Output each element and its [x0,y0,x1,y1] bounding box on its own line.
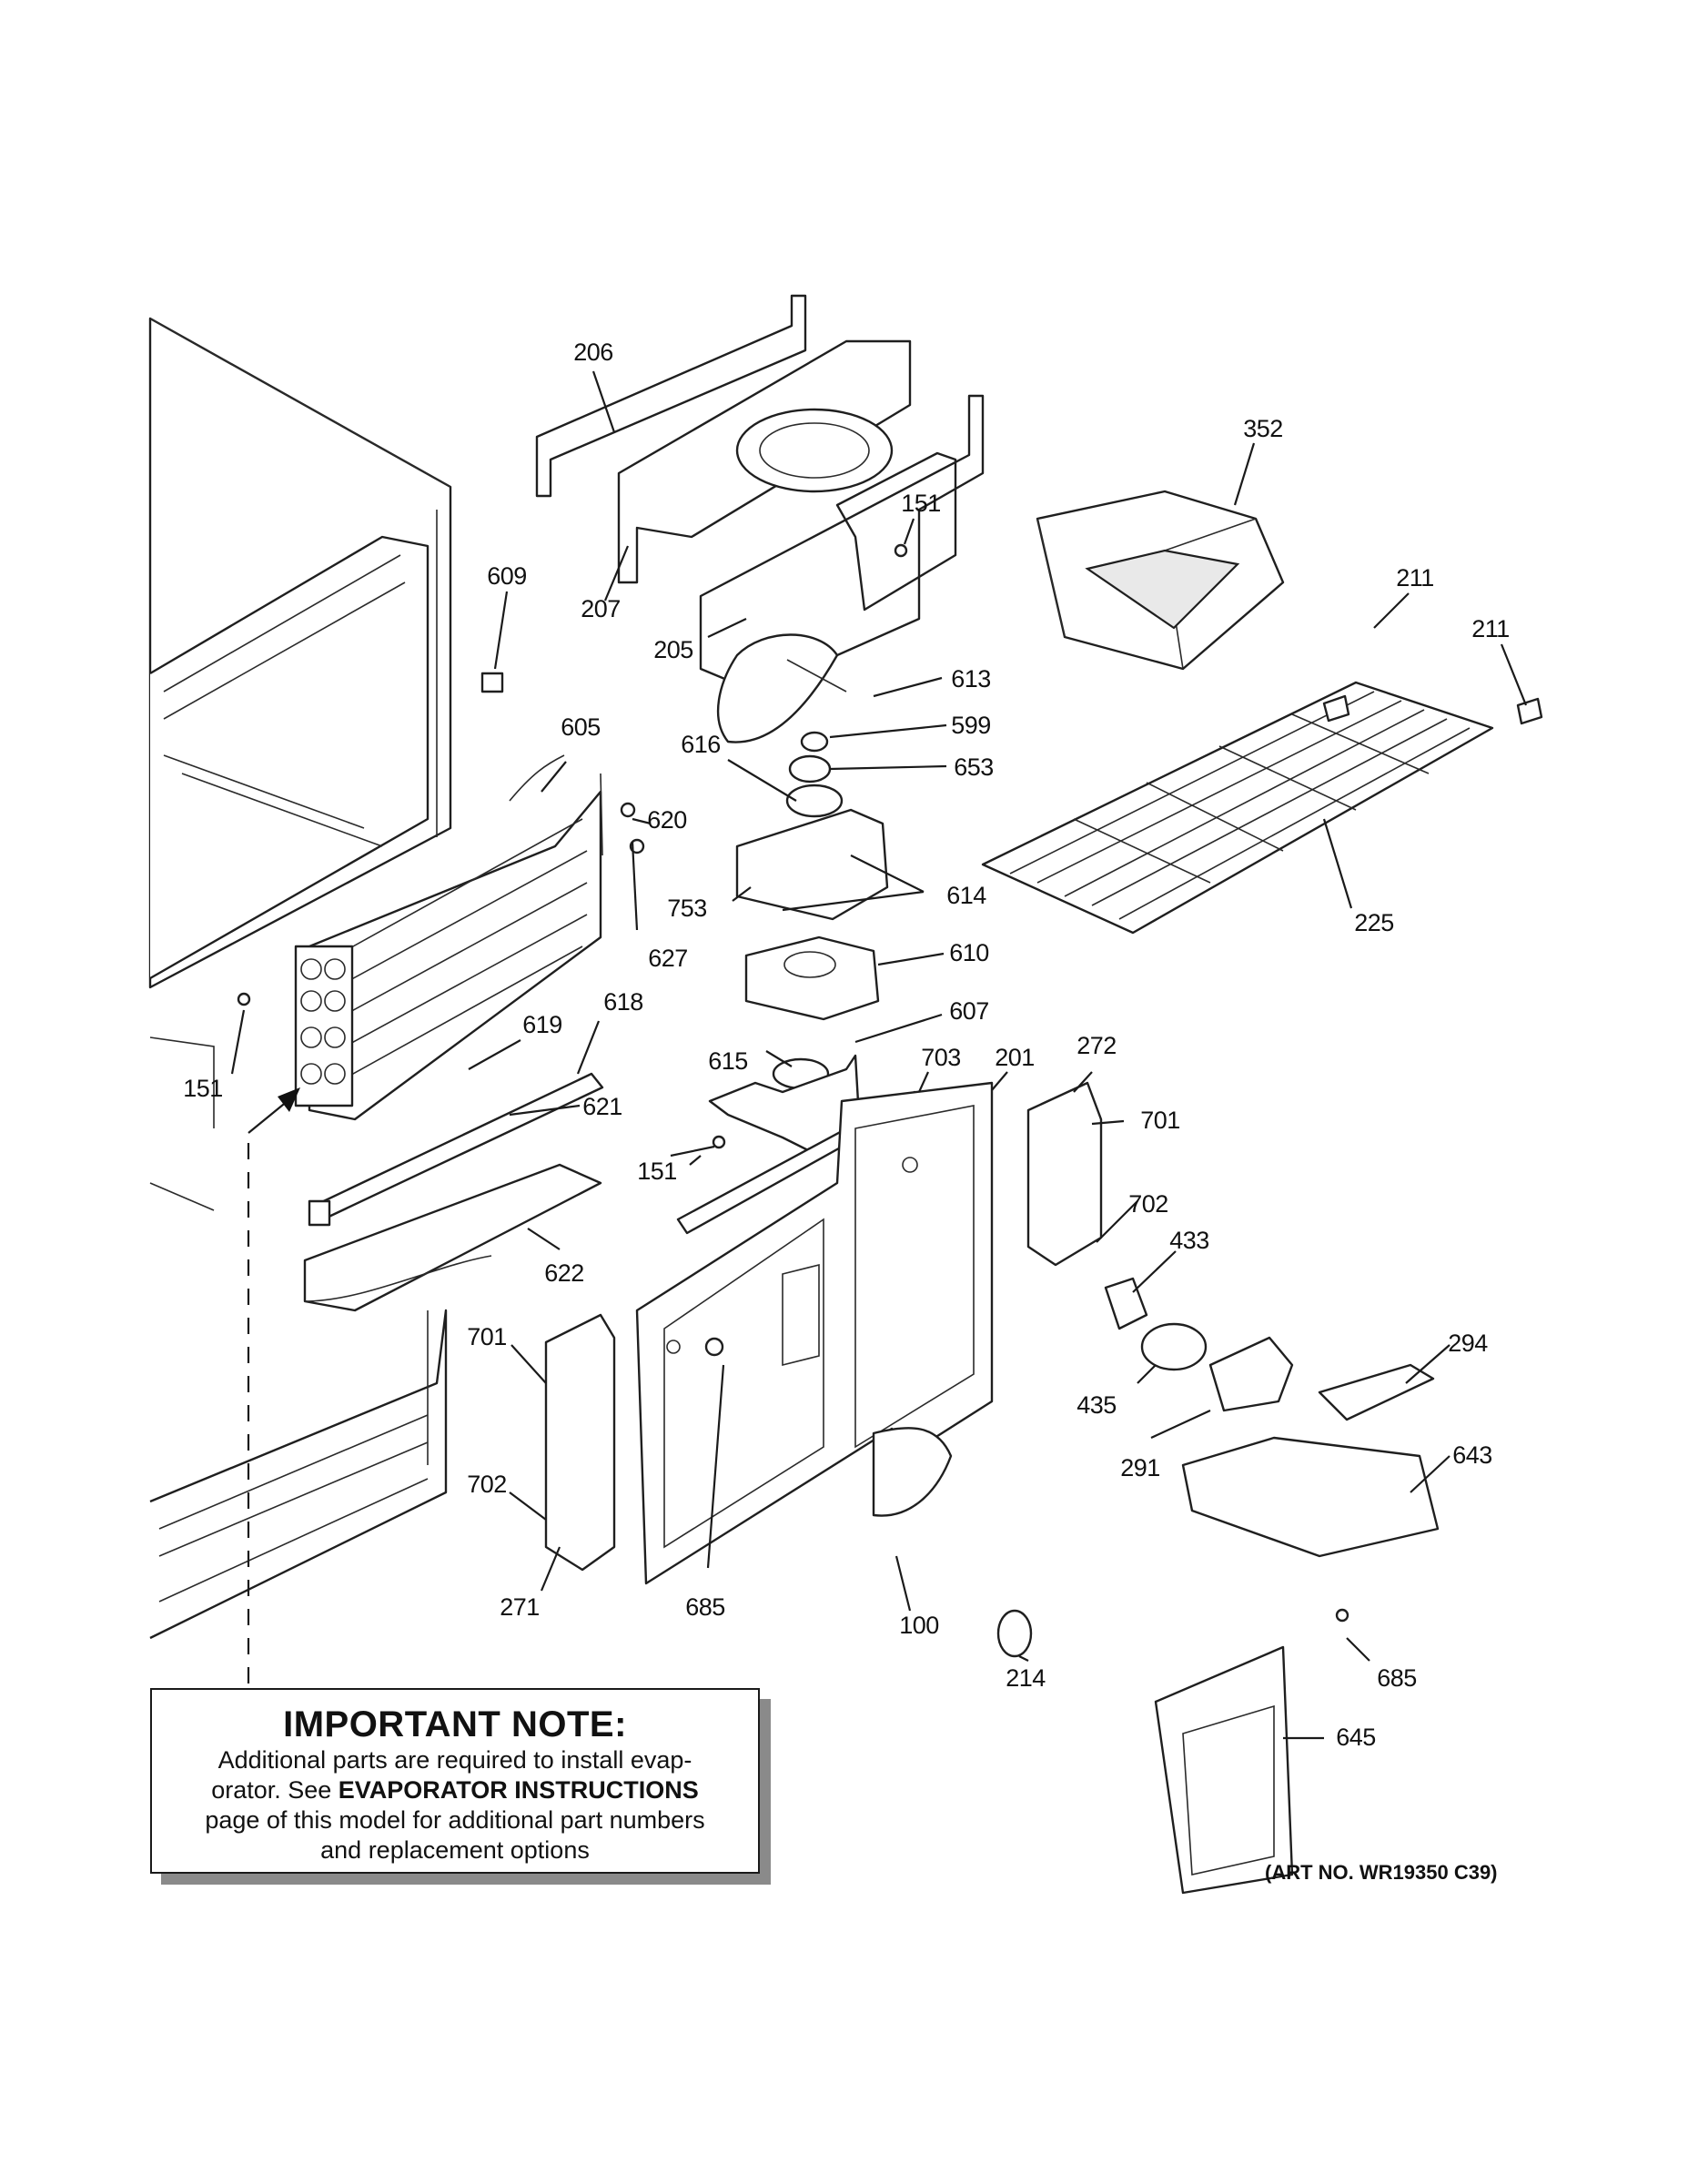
callout-151-cabinet: 151 [183,1075,223,1102]
callout-703: 703 [921,1044,961,1071]
callout-225: 225 [1354,909,1394,936]
callout-753: 753 [667,895,707,922]
callout-645: 645 [1336,1724,1376,1751]
callout-614: 614 [946,882,986,909]
callout-605: 605 [561,713,601,741]
callout-151-bracket: 151 [637,1158,677,1185]
callout-685-cover: 685 [685,1593,725,1621]
leader-lines [230,370,1528,1740]
callout-643: 643 [1452,1441,1492,1469]
callout-653: 653 [954,753,994,781]
callout-609: 609 [487,562,527,590]
callout-labels: 206 352 151 609 207 205 211 211 613 599 … [183,339,1510,1751]
callout-435: 435 [1076,1391,1117,1419]
callout-205: 205 [653,636,693,663]
callout-599: 599 [951,712,991,739]
callout-214: 214 [1006,1664,1046,1692]
callout-433: 433 [1169,1227,1209,1254]
callout-621: 621 [582,1093,622,1120]
callout-701-left: 701 [467,1323,507,1350]
callout-702-left: 702 [467,1471,507,1498]
note-line-1: Additional parts are required to install… [217,1746,692,1774]
callout-291: 291 [1120,1454,1160,1481]
fan-motor [708,731,889,1153]
callout-618: 618 [603,988,643,1016]
wire-shelf [981,681,1494,935]
defrost-heater [308,1072,604,1227]
callout-613: 613 [951,665,991,693]
callout-615: 615 [708,1047,748,1075]
callout-201: 201 [995,1044,1035,1071]
callout-619: 619 [522,1011,562,1038]
callout-685-duct: 685 [1377,1664,1417,1692]
fasteners [237,543,1543,1623]
callout-701-right: 701 [1140,1107,1180,1134]
evaporator-cover [635,1081,994,1585]
callout-211-a: 211 [1396,564,1434,592]
drain-trough [303,1163,602,1312]
callout-207: 207 [581,595,621,622]
callout-610: 610 [949,939,989,966]
callout-294: 294 [1448,1330,1488,1357]
note-line-2: orator. See EVAPORATOR INSTRUCTIONS [152,1775,758,1805]
callout-206: 206 [573,339,613,366]
callout-627: 627 [648,945,688,972]
callout-272: 272 [1076,1032,1117,1059]
art-number: (ART NO. WR19350 C39) [1265,1861,1498,1884]
callout-702-right: 702 [1128,1190,1168,1218]
callout-271: 271 [500,1593,540,1621]
fresh-food-cabinet [148,317,452,1640]
callout-607: 607 [949,997,989,1025]
fan-blade [716,633,847,743]
callout-352: 352 [1243,415,1283,442]
callout-211-b: 211 [1471,615,1510,642]
note-line-3: page of this model for additional part n… [205,1806,705,1834]
callout-151-shroud: 151 [901,490,941,517]
important-note-box: IMPORTANT NOTE: Additional parts are req… [150,1688,760,1874]
callout-616: 616 [681,731,721,758]
evaporator [294,754,603,1121]
evaporator-reference-arrow [247,1087,300,1684]
callout-622: 622 [544,1259,584,1287]
note-line-4: and replacement options [320,1836,590,1864]
duct-pieces [544,1081,1440,1895]
note-evaporator-instructions: EVAPORATOR INSTRUCTIONS [338,1776,699,1804]
callout-620: 620 [647,806,687,834]
callout-100: 100 [899,1612,939,1639]
light-socket [1104,1277,1208,1371]
note-line-2-text: orator. See [211,1776,339,1804]
fan-shroud-assembly [535,294,985,693]
note-title: IMPORTANT NOTE: [283,1704,627,1744]
ice-bucket [1036,490,1285,671]
